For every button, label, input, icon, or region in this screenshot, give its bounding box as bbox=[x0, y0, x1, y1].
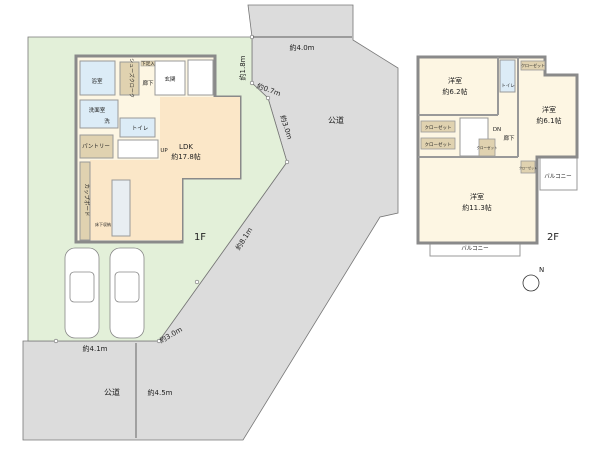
compass-north-label: N bbox=[539, 266, 544, 274]
label-ldk: LDK bbox=[179, 143, 193, 151]
porch bbox=[187, 59, 214, 96]
label-closet-c: クローゼット bbox=[477, 145, 498, 150]
dim-4-1: 約4.1m bbox=[83, 344, 108, 353]
label-closet-b: クローゼット bbox=[425, 141, 452, 148]
floor-2-label: 2F bbox=[547, 232, 559, 243]
label-underfloor: 床下収納 bbox=[95, 221, 111, 227]
label-closet-a: クローゼット bbox=[425, 124, 452, 131]
label-up: UP bbox=[160, 148, 168, 154]
cupboard bbox=[79, 161, 91, 241]
label-dn: DN bbox=[493, 127, 501, 133]
label-ldk-size: 約17.8帖 bbox=[171, 152, 201, 161]
entrance bbox=[154, 60, 186, 96]
label-pantry: パントリー bbox=[82, 143, 110, 150]
label-balcony-bottom: バルコニー bbox=[461, 245, 488, 252]
shoe-closet bbox=[119, 61, 140, 96]
kitchen-counter bbox=[111, 179, 131, 237]
label-hall-1f: 廊下 bbox=[142, 79, 154, 87]
label-closet-top: クローゼット bbox=[521, 62, 545, 68]
label-washroom: 洗面室 bbox=[89, 106, 106, 114]
label-western3: 洋室 bbox=[470, 192, 484, 201]
closet-a bbox=[420, 120, 456, 133]
toilet-2f bbox=[499, 59, 516, 93]
floor-1-label: 1F bbox=[194, 232, 206, 243]
label-western1: 洋室 bbox=[448, 76, 462, 85]
label-closet-d: クローゼット bbox=[519, 165, 537, 170]
label-getabako: 下足入 bbox=[141, 61, 155, 67]
closet-c bbox=[478, 138, 496, 157]
closet-b bbox=[420, 137, 456, 150]
road-label-top: 公道 bbox=[328, 115, 344, 125]
label-shoes: シューズクローク bbox=[128, 58, 135, 98]
label-washer: 洗 bbox=[104, 117, 110, 125]
compass-icon: N bbox=[522, 266, 544, 296]
label-hall-2f: 廊下 bbox=[503, 134, 515, 142]
road-label-bottom: 公道 bbox=[104, 387, 120, 397]
pantry bbox=[79, 134, 114, 159]
label-cupboard: カップボード bbox=[83, 183, 91, 216]
washroom bbox=[79, 99, 119, 129]
label-western2: 洋室 bbox=[542, 105, 556, 114]
stairs-1f bbox=[117, 139, 159, 159]
closet-d bbox=[520, 160, 536, 174]
dim-road-width: 約4.5m bbox=[148, 388, 173, 397]
label-western1-size: 約6.2帖 bbox=[442, 87, 467, 96]
toilet-1f bbox=[119, 117, 156, 138]
floor-2-plan: 洋室 約6.2帖 トイレ クローゼット 洋室 約6.1帖 クローゼット クローゼ… bbox=[416, 55, 579, 257]
bath bbox=[79, 60, 116, 96]
floor-1-plan: 浴室 シューズクローク 下足入 廊下 玄関 洗面室 洗 トイレ パントリー UP… bbox=[74, 54, 242, 244]
label-western3-size: 約11.3帖 bbox=[462, 203, 492, 212]
label-toilet-1f: トイレ bbox=[132, 126, 149, 132]
closet-top bbox=[520, 60, 546, 71]
parking bbox=[64, 247, 145, 339]
dim-top-width: 約4.0m bbox=[290, 43, 315, 52]
label-balcony-right: バルコニー bbox=[544, 173, 571, 180]
label-entrance: 玄関 bbox=[164, 75, 176, 83]
balcony-right bbox=[539, 156, 578, 191]
label-toilet-2f: トイレ bbox=[501, 84, 515, 89]
label-western2-size: 約6.1帖 bbox=[536, 116, 561, 125]
label-bath: 浴室 bbox=[91, 77, 103, 85]
dim-1-8: 約1.8m bbox=[238, 55, 247, 80]
boundary-markers bbox=[53, 34, 290, 344]
